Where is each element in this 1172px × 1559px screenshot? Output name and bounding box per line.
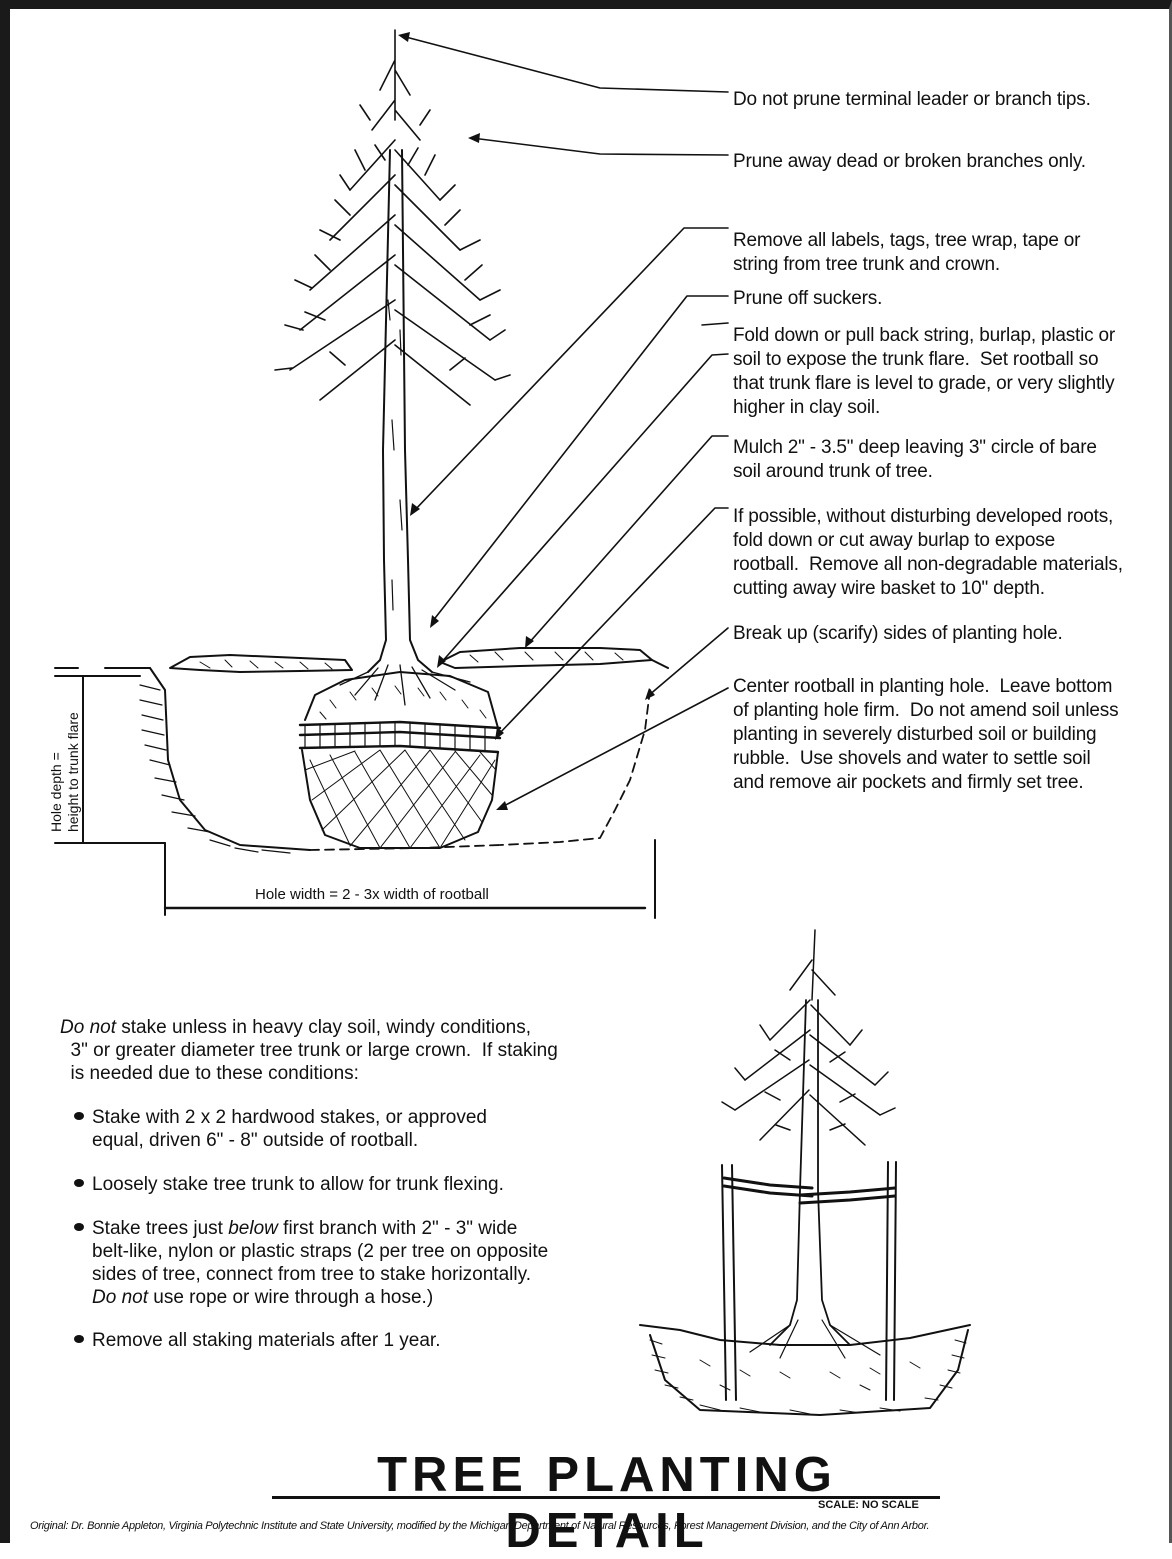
hole-width-label: Hole width = 2 - 3x width of rootball <box>255 886 489 903</box>
mulch-left <box>170 655 352 672</box>
hole-depth-line2: height to trunk flare <box>65 712 82 832</box>
note-suckers: Prune off suckers. <box>733 287 882 311</box>
hole-depth-label: Hole depth = height to trunk flare <box>48 712 82 832</box>
hole-depth-line1: Hole depth = <box>48 712 65 832</box>
note-dead-branches: Prune away dead or broken branches only. <box>733 150 1086 174</box>
staked-tree-crown <box>722 930 895 1145</box>
strap-left <box>724 1178 812 1196</box>
note-scarify: Break up (scarify) sides of planting hol… <box>733 622 1063 646</box>
leader-arrowheads <box>398 32 655 810</box>
staking-bullet-text: Stake trees just below first branch with… <box>92 1217 548 1309</box>
main-tree-crown <box>275 30 510 405</box>
small-hole <box>640 1325 970 1415</box>
bullet-icon <box>74 1223 84 1231</box>
wire-basket <box>302 750 498 848</box>
straps-emphasis-below: below <box>228 1218 278 1239</box>
staking-bullet-text: Remove all staking materials after 1 yea… <box>92 1329 441 1352</box>
straps-emphasis-do-not: Do not <box>92 1287 148 1308</box>
staking-bullet-text: Stake with 2 x 2 hardwood stakes, or app… <box>92 1106 487 1152</box>
note-mulch: Mulch 2" - 3.5" deep leaving 3" circle o… <box>733 436 1097 484</box>
staking-bullet-straps: Stake trees just below first branch with… <box>74 1217 548 1309</box>
scale-note: SCALE: NO SCALE <box>818 1499 919 1511</box>
grade-right <box>652 660 668 668</box>
staking-bullet-loosely: Loosely stake tree trunk to allow for tr… <box>74 1173 504 1196</box>
staking-bullet-stakes: Stake with 2 x 2 hardwood stakes, or app… <box>74 1106 487 1152</box>
note-burlap: If possible, without disturbing develope… <box>733 505 1123 601</box>
leader-lines <box>402 36 728 808</box>
strap-right <box>800 1188 895 1203</box>
note-center-rootball: Center rootball in planting hole. Leave … <box>733 675 1118 795</box>
stake-left <box>722 1165 736 1400</box>
note-remove-labels: Remove all labels, tags, tree wrap, tape… <box>733 229 1080 277</box>
staking-intro: Do not stake unless in heavy clay soil, … <box>60 1016 558 1085</box>
staking-bullet-remove: Remove all staking materials after 1 yea… <box>74 1329 441 1352</box>
credit-line: Original: Dr. Bonnie Appleton, Virginia … <box>30 1520 929 1532</box>
main-tree-trunk <box>368 150 432 672</box>
bullet-icon <box>74 1179 84 1187</box>
staking-intro-emphasis: Do not <box>60 1017 116 1038</box>
staking-bullet-text: Loosely stake tree trunk to allow for tr… <box>92 1173 504 1196</box>
straps-text-c: use rope or wire through a hose.) <box>148 1287 433 1308</box>
bullet-icon <box>74 1335 84 1343</box>
note-trunk-flare: Fold down or pull back string, burlap, p… <box>733 324 1115 420</box>
staking-intro-text: stake unless in heavy clay soil, windy c… <box>60 1017 558 1084</box>
bullet-icon <box>74 1112 84 1120</box>
straps-text-a: Stake trees just <box>92 1218 228 1239</box>
planting-hole-left-wall <box>150 668 310 850</box>
note-terminal-leader: Do not prune terminal leader or branch t… <box>733 88 1091 112</box>
planting-hole-right-wall <box>500 690 650 845</box>
